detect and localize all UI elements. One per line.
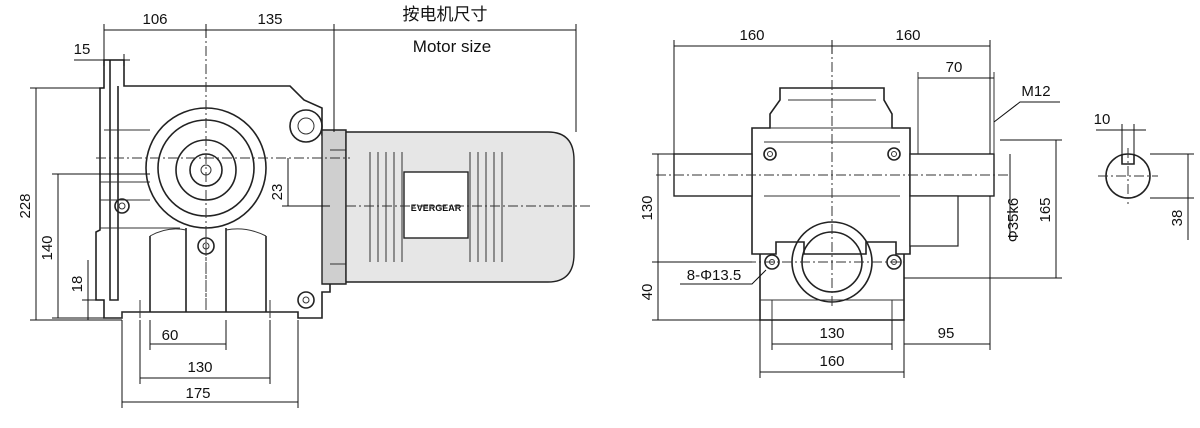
dim-right-95: 95 <box>938 325 955 342</box>
dim-thread-m12: M12 <box>1021 83 1050 100</box>
motor-size-cn: 按电机尺寸 <box>403 5 488 24</box>
motor-size-en: Motor size <box>413 37 491 56</box>
dim-key-38: 38 <box>1169 210 1186 227</box>
dim-shaft-dia: Φ35k6 <box>1005 198 1022 243</box>
nameplate <box>403 171 469 239</box>
housing-front <box>751 87 911 255</box>
dim-top-right-160: 160 <box>895 27 920 44</box>
dim-top-135: 135 <box>257 11 282 28</box>
dim-key-10: 10 <box>1094 111 1111 128</box>
dim-top-left-160: 160 <box>739 27 764 44</box>
dim-height-40: 40 <box>639 284 656 301</box>
dim-height-165: 165 <box>1037 197 1054 222</box>
dim-bottom-60: 60 <box>162 327 179 344</box>
dim-shaft-70: 70 <box>946 59 963 76</box>
motor-fins <box>369 152 503 262</box>
dim-height-130: 130 <box>639 195 656 220</box>
front-view: 160 160 70 M12 130 40 8-Φ13.5 Φ35k6 165 … <box>639 27 1062 378</box>
dim-height-140: 140 <box>39 235 56 260</box>
dim-top-106: 106 <box>142 11 167 28</box>
foot-flange <box>759 254 905 321</box>
key-view: 10 38 <box>1094 111 1194 240</box>
dim-height-228: 228 <box>17 193 34 218</box>
motor-adapter <box>321 129 347 285</box>
dim-top-15: 15 <box>74 41 91 58</box>
dim-holes: 8-Φ13.5 <box>687 267 742 284</box>
brand-label: EVERGEAR <box>411 203 462 213</box>
dim-bottom-130: 130 <box>819 325 844 342</box>
dim-height-18: 18 <box>69 276 86 293</box>
side-view: EVERGEAR 106 135 15 按电机尺寸 Motor size 228… <box>17 5 590 408</box>
dim-bottom-160: 160 <box>819 353 844 370</box>
dim-bottom-130: 130 <box>187 359 212 376</box>
dim-bottom-175: 175 <box>185 385 210 402</box>
dim-offset-23: 23 <box>269 184 286 201</box>
